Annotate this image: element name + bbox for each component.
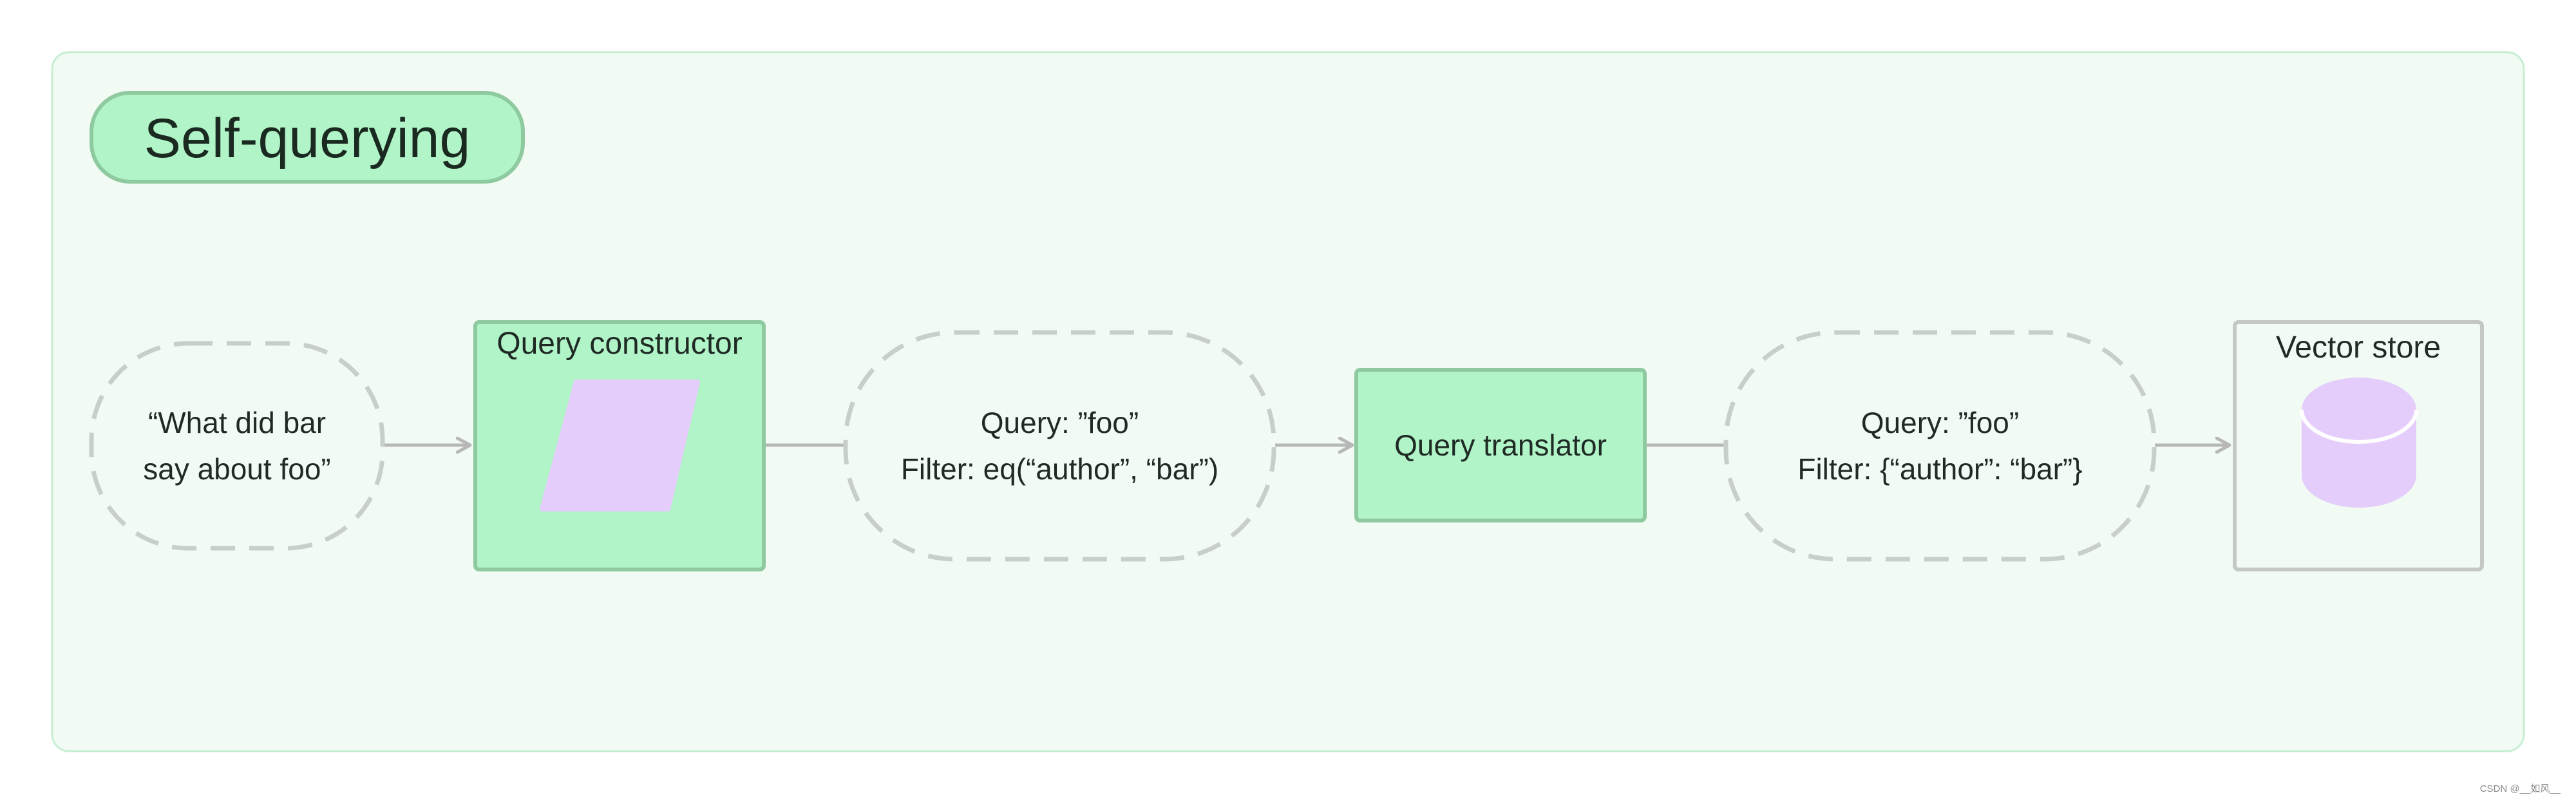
user-question-text: “What did bar say about foo” bbox=[91, 343, 383, 548]
watermark-text: CSDN @__如风__ bbox=[2479, 783, 2561, 794]
translated-query-line-2: Filter: {“author”: “bar”} bbox=[1797, 452, 2083, 486]
translated-query-text: Query: ”foo” Filter: {“author”: “bar”} bbox=[1726, 332, 2154, 559]
structured-query-line-2: Filter: eq(“author”, “bar”) bbox=[900, 452, 1219, 486]
title-pill bbox=[90, 91, 525, 184]
query-translator-label: Query translator bbox=[1394, 428, 1607, 462]
diagram-title: Self-querying bbox=[144, 107, 471, 169]
translated-query-line-1: Query: ”foo” bbox=[1861, 406, 2020, 439]
structured-query-node bbox=[843, 330, 1276, 562]
vector-store-label: Vector store bbox=[2275, 330, 2441, 365]
query-translator-node bbox=[1354, 368, 1647, 522]
structured-query-text: Query: ”foo” Filter: eq(“author”, “bar”) bbox=[846, 332, 1274, 559]
user-question-line-1: “What did bar bbox=[147, 406, 327, 439]
database-icon bbox=[2300, 378, 2418, 508]
structured-query-line-1: Query: ”foo” bbox=[980, 406, 1139, 439]
query-constructor-label: Query constructor bbox=[497, 327, 743, 361]
parallelogram-icon bbox=[540, 379, 700, 512]
user-question-node bbox=[89, 341, 385, 551]
diagram-panel bbox=[51, 51, 2525, 752]
translated-query-node bbox=[1723, 330, 2157, 562]
user-question-line-2: say about foo” bbox=[143, 452, 331, 486]
